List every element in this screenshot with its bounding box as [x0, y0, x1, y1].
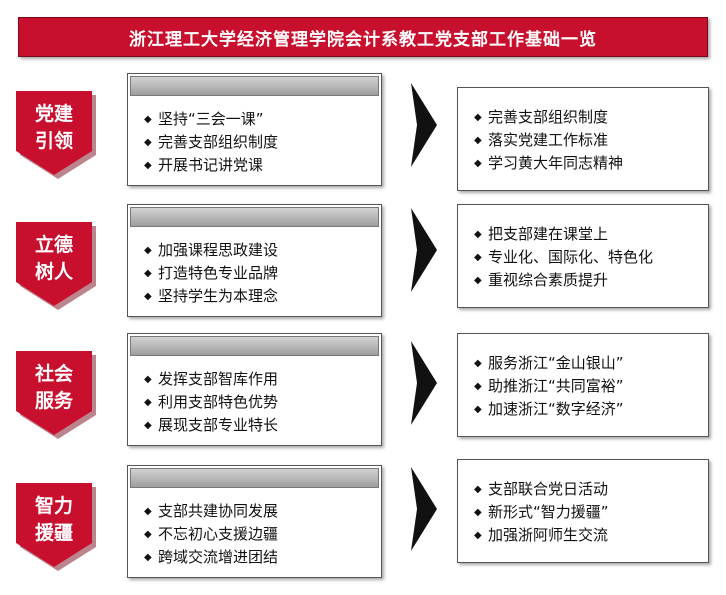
middle-card: ◆发挥支部智库作用 ◆利用支部特色优势 ◆展现支部专业特长 — [127, 333, 382, 446]
row-moral-education: 立德 树人 ◆加强课程思政建设 ◆打造特色专业品牌 ◆坚持学生为本理念 ◆把支部… — [0, 204, 726, 334]
list-item: ◆打造特色专业品牌 — [144, 262, 278, 285]
diamond-bullet-icon: ◆ — [474, 530, 482, 541]
list-item: ◆不忘初心支援边疆 — [144, 523, 278, 546]
category-badge: 智力 援疆 — [16, 483, 100, 575]
diamond-bullet-icon: ◆ — [144, 291, 152, 302]
diamond-bullet-icon: ◆ — [474, 484, 482, 495]
list-item: ◆支部共建协同发展 — [144, 500, 278, 523]
list-item: ◆加速浙江“数字经济” — [474, 398, 624, 421]
badge-line-1: 智力 — [34, 495, 73, 517]
category-badge: 社会 服务 — [16, 351, 100, 443]
list-item: ◆新形式“智力援疆” — [474, 501, 609, 524]
diamond-bullet-icon: ◆ — [474, 358, 482, 369]
diamond-bullet-icon: ◆ — [474, 507, 482, 518]
diamond-bullet-icon: ◆ — [474, 158, 482, 169]
list-item: ◆完善支部组织制度 — [474, 106, 623, 129]
middle-card: ◆支部共建协同发展 ◆不忘初心支援边疆 ◆跨域交流增进团结 — [127, 465, 382, 578]
middle-card: ◆坚持“三会一课” ◆完善支部组织制度 ◆开展书记讲党课 — [127, 73, 382, 186]
badge-arrow-shape — [16, 222, 96, 310]
list-item: ◆发挥支部智库作用 — [144, 368, 278, 391]
badge-line-2: 服务 — [34, 390, 73, 412]
row-party-building: 党建 引领 ◆坚持“三会一课” ◆完善支部组织制度 ◆开展书记讲党课 ◆完善支部… — [0, 73, 726, 203]
page-title: 浙江理工大学经济管理学院会计系教工党支部工作基础一览 — [18, 17, 708, 57]
chevron-right-icon — [411, 83, 437, 167]
chevron-right-icon — [411, 208, 437, 292]
diamond-bullet-icon: ◆ — [474, 112, 482, 123]
list-item: ◆学习黄大年同志精神 — [474, 152, 623, 175]
diamond-bullet-icon: ◆ — [474, 381, 482, 392]
category-badge: 立德 树人 — [16, 222, 100, 314]
diamond-bullet-icon: ◆ — [474, 135, 482, 146]
right-card: ◆服务浙江“金山银山” ◆助推浙江“共同富裕” ◆加速浙江“数字经济” — [457, 333, 709, 437]
list-item: ◆跨域交流增进团结 — [144, 546, 278, 569]
badge-arrow-shape — [16, 91, 96, 179]
diamond-bullet-icon: ◆ — [144, 420, 152, 431]
list-item: ◆专业化、国际化、特色化 — [474, 246, 653, 269]
list-item: ◆展现支部专业特长 — [144, 414, 278, 437]
right-list: ◆把支部建在课堂上 ◆专业化、国际化、特色化 ◆重视综合素质提升 — [474, 223, 653, 292]
middle-card-header — [130, 336, 379, 356]
diamond-bullet-icon: ◆ — [144, 552, 152, 563]
right-card: ◆把支部建在课堂上 ◆专业化、国际化、特色化 ◆重视综合素质提升 — [457, 204, 709, 308]
list-item: ◆把支部建在课堂上 — [474, 223, 653, 246]
list-item: ◆完善支部组织制度 — [144, 131, 278, 154]
diamond-bullet-icon: ◆ — [144, 506, 152, 517]
right-list: ◆支部联合党日活动 ◆新形式“智力援疆” ◆加强浙阿师生交流 — [474, 478, 609, 547]
badge-arrow-shape — [16, 351, 96, 439]
diamond-bullet-icon: ◆ — [474, 404, 482, 415]
list-item: ◆服务浙江“金山银山” — [474, 352, 624, 375]
middle-card-header — [130, 207, 379, 227]
diamond-bullet-icon: ◆ — [474, 229, 482, 240]
middle-card-header — [130, 76, 379, 96]
list-item: ◆助推浙江“共同富裕” — [474, 375, 624, 398]
middle-list: ◆发挥支部智库作用 ◆利用支部特色优势 ◆展现支部专业特长 — [144, 368, 278, 437]
diamond-bullet-icon: ◆ — [144, 160, 152, 171]
list-item: ◆坚持“三会一课” — [144, 108, 278, 131]
list-item: ◆坚持学生为本理念 — [144, 285, 278, 308]
diamond-bullet-icon: ◆ — [144, 114, 152, 125]
badge-line-1: 社会 — [34, 363, 73, 385]
diamond-bullet-icon: ◆ — [144, 137, 152, 148]
middle-list: ◆加强课程思政建设 ◆打造特色专业品牌 ◆坚持学生为本理念 — [144, 239, 278, 308]
diamond-bullet-icon: ◆ — [144, 397, 152, 408]
chevron-right-icon — [411, 467, 437, 551]
diamond-bullet-icon: ◆ — [144, 268, 152, 279]
row-xinjiang-support: 智力 援疆 ◆支部共建协同发展 ◆不忘初心支援边疆 ◆跨域交流增进团结 ◆支部联… — [0, 459, 726, 595]
diamond-bullet-icon: ◆ — [474, 275, 482, 286]
list-item: ◆加强浙阿师生交流 — [474, 524, 609, 547]
chevron-right-icon — [411, 341, 437, 425]
list-item: ◆落实党建工作标准 — [474, 129, 623, 152]
diamond-bullet-icon: ◆ — [144, 374, 152, 385]
middle-card-header — [130, 468, 379, 488]
list-item: ◆重视综合素质提升 — [474, 269, 653, 292]
diamond-bullet-icon: ◆ — [144, 245, 152, 256]
list-item: ◆加强课程思政建设 — [144, 239, 278, 262]
middle-list: ◆坚持“三会一课” ◆完善支部组织制度 ◆开展书记讲党课 — [144, 108, 278, 177]
middle-list: ◆支部共建协同发展 ◆不忘初心支援边疆 ◆跨域交流增进团结 — [144, 500, 278, 569]
category-badge: 党建 引领 — [16, 91, 100, 183]
badge-arrow-shape — [16, 483, 96, 571]
right-card: ◆支部联合党日活动 ◆新形式“智力援疆” ◆加强浙阿师生交流 — [457, 459, 709, 563]
list-item: ◆支部联合党日活动 — [474, 478, 609, 501]
badge-line-2: 援疆 — [34, 522, 73, 544]
list-item: ◆利用支部特色优势 — [144, 391, 278, 414]
badge-line-1: 立德 — [34, 234, 73, 256]
right-list: ◆服务浙江“金山银山” ◆助推浙江“共同富裕” ◆加速浙江“数字经济” — [474, 352, 624, 421]
list-item: ◆开展书记讲党课 — [144, 154, 278, 177]
badge-line-2: 引领 — [34, 130, 73, 152]
right-card: ◆完善支部组织制度 ◆落实党建工作标准 ◆学习黄大年同志精神 — [457, 87, 709, 191]
diamond-bullet-icon: ◆ — [474, 252, 482, 263]
right-list: ◆完善支部组织制度 ◆落实党建工作标准 ◆学习黄大年同志精神 — [474, 106, 623, 175]
badge-line-1: 党建 — [34, 103, 73, 125]
diamond-bullet-icon: ◆ — [144, 529, 152, 540]
badge-line-2: 树人 — [34, 261, 73, 283]
row-social-service: 社会 服务 ◆发挥支部智库作用 ◆利用支部特色优势 ◆展现支部专业特长 ◆服务浙… — [0, 333, 726, 463]
middle-card: ◆加强课程思政建设 ◆打造特色专业品牌 ◆坚持学生为本理念 — [127, 204, 382, 317]
